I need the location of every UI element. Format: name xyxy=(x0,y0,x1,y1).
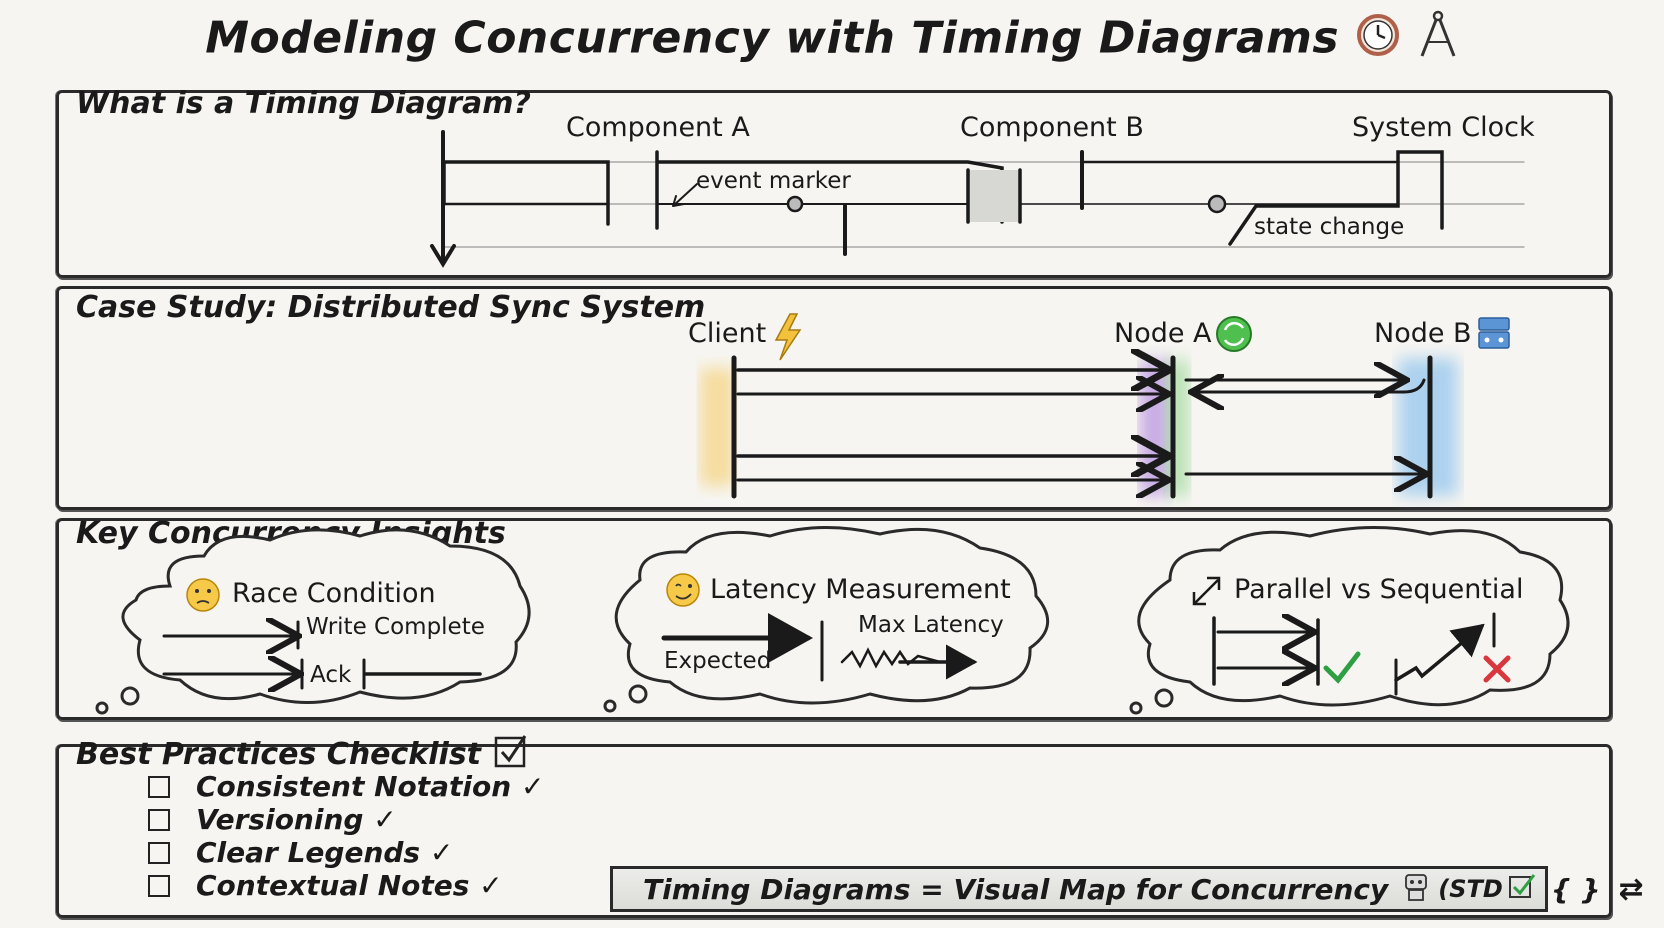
timing-diagram-panel xyxy=(56,90,1612,278)
event-marker-label: event marker xyxy=(696,168,851,194)
checklist-item[interactable]: Versioning ✓ xyxy=(148,803,397,836)
smirk-face-icon xyxy=(666,573,700,607)
component-b-label: Component B xyxy=(960,112,1144,143)
checklist-item-label: Clear Legends ✓ xyxy=(196,836,454,869)
checkbox[interactable] xyxy=(148,775,170,798)
race-condition-cloud xyxy=(121,528,531,705)
check-icon xyxy=(1323,651,1361,684)
component-a-label: Component A xyxy=(566,112,750,143)
sync-icon xyxy=(1216,316,1252,352)
system-clock-label: System Clock xyxy=(1352,112,1535,143)
server-icon xyxy=(1478,317,1510,349)
ack-label: Ack xyxy=(310,662,352,688)
parallel-cloud xyxy=(1137,526,1570,707)
section-title-case-study: Case Study: Distributed Sync System xyxy=(76,290,706,325)
write-complete-label: Write Complete xyxy=(306,614,485,640)
checkbox[interactable] xyxy=(148,808,170,831)
node-a-label: Node A xyxy=(1114,318,1212,349)
checklist-item-label: Contextual Notes ✓ xyxy=(196,869,503,902)
state-change-label: state change xyxy=(1254,214,1405,240)
parallel-title: Parallel vs Sequential xyxy=(1234,574,1524,605)
section-title-checklist: Best Practices Checklist xyxy=(76,732,529,776)
race-condition-title: Race Condition xyxy=(232,578,436,609)
latency-title: Latency Measurement xyxy=(710,574,1011,605)
insights-panel xyxy=(56,518,1612,720)
client-label: Client xyxy=(688,318,767,349)
checklist-panel xyxy=(56,744,1612,918)
max-latency-label: Max Latency xyxy=(858,612,1004,638)
checklist-item-label: Versioning ✓ xyxy=(196,803,397,836)
banner-text: Timing Diagrams = Visual Map for Concurr… xyxy=(643,872,1389,906)
checked-box-icon xyxy=(493,732,529,776)
lightning-icon xyxy=(774,313,802,361)
section-title-what: What is a Timing Diagram? xyxy=(76,86,531,121)
compass-icon xyxy=(1417,10,1459,71)
expected-label: Expected xyxy=(664,648,772,674)
robot-icon xyxy=(1400,869,1432,910)
summary-banner: Timing Diagrams = Visual Map for Concurr… xyxy=(610,866,1644,912)
worried-face-icon xyxy=(186,578,220,612)
checklist-item[interactable]: Consistent Notation ✓ xyxy=(148,770,544,803)
checklist-item-label: Consistent Notation ✓ xyxy=(196,770,545,803)
page-title-text: Modeling Concurrency with Timing Diagram… xyxy=(205,12,1340,64)
checklist-item[interactable]: Clear Legends ✓ xyxy=(148,836,453,869)
checklist-item[interactable]: Contextual Notes ✓ xyxy=(148,869,503,902)
case-study-panel xyxy=(56,286,1612,510)
checklist-title-text: Best Practices Checklist xyxy=(76,736,482,772)
node-b-label: Node B xyxy=(1374,318,1472,349)
checkbox[interactable] xyxy=(148,841,170,864)
latency-cloud xyxy=(614,525,1050,705)
page-title: Modeling Concurrency with Timing Diagram… xyxy=(0,10,1664,71)
clock-icon xyxy=(1355,12,1401,69)
diagonal-arrows-icon xyxy=(1192,576,1221,606)
banner-trail-text: (STD xyxy=(1438,875,1503,903)
swap-arrows-icon: ⇄ xyxy=(1618,871,1644,907)
cross-icon xyxy=(1483,655,1511,683)
braces-icon: { } xyxy=(1550,872,1601,906)
checkbox[interactable] xyxy=(148,874,170,897)
check-icon xyxy=(1507,871,1537,908)
